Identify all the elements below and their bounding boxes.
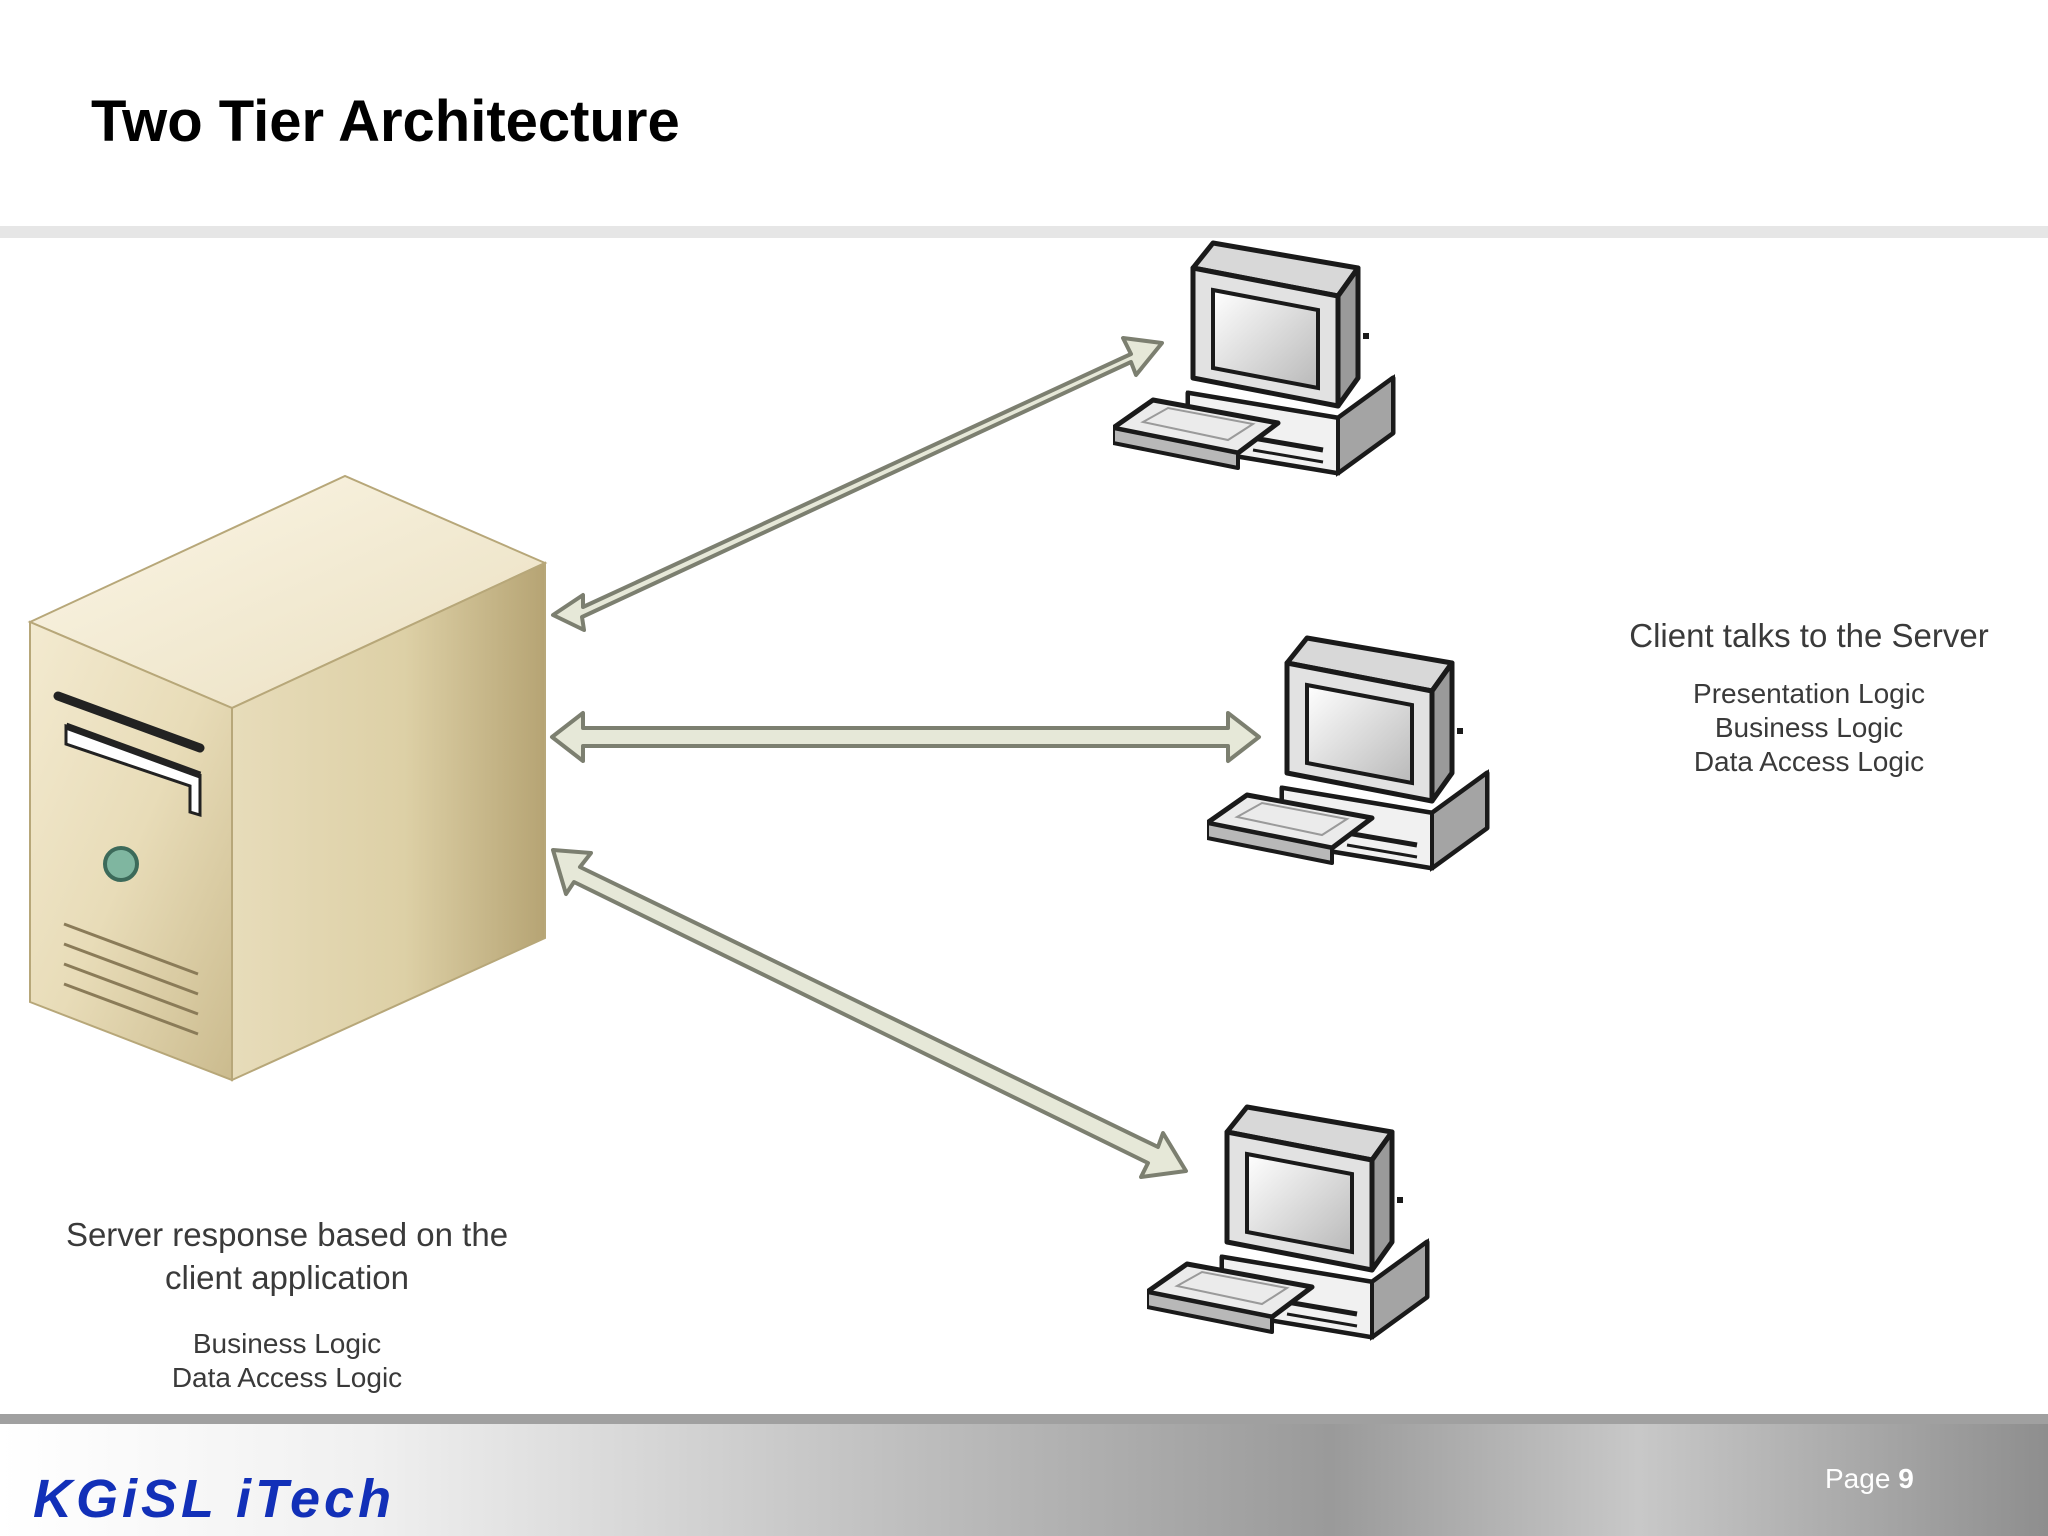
server-logic-item: Business Logic [192, 1328, 382, 1359]
client-computer-icon-3 [1147, 1107, 1427, 1337]
page-number-value: 9 [1898, 1463, 1914, 1494]
title-divider [0, 226, 2048, 238]
arrow-middle [550, 711, 1261, 763]
client-caption: Client talks to the Server Presentation … [1570, 617, 2048, 779]
brand-logo: KGiSL iTech [33, 1469, 396, 1529]
page-number: Page 9 [1825, 1463, 1914, 1495]
arrow-top [551, 336, 1164, 632]
slide-title: Two Tier Architecture [91, 89, 680, 154]
page-label: Page [1825, 1463, 1891, 1494]
client-logic-item: Presentation Logic [1693, 678, 1925, 709]
slide-footer [0, 1414, 2048, 1536]
client-computer-icon-1 [1113, 243, 1393, 473]
server-caption-heading: Server response based on the client appl… [0, 1213, 574, 1299]
client-computer-icon-2 [1207, 638, 1487, 868]
server-caption-heading-line: client application [165, 1259, 409, 1296]
client-logic-item: Business Logic [1714, 712, 1904, 743]
architecture-diagram [27, 0, 2048, 1414]
client-logic-item: Data Access Logic [1693, 746, 1925, 777]
server-logic-item: Data Access Logic [171, 1362, 403, 1393]
arrow-bottom [551, 848, 1188, 1179]
client-caption-heading: Client talks to the Server [1629, 617, 1989, 654]
server-caption: Server response based on the client appl… [0, 1213, 574, 1395]
server-icon [27, 474, 548, 1082]
server-caption-heading-line: Server response based on the [65, 1216, 509, 1253]
footer-divider [0, 1414, 2048, 1424]
